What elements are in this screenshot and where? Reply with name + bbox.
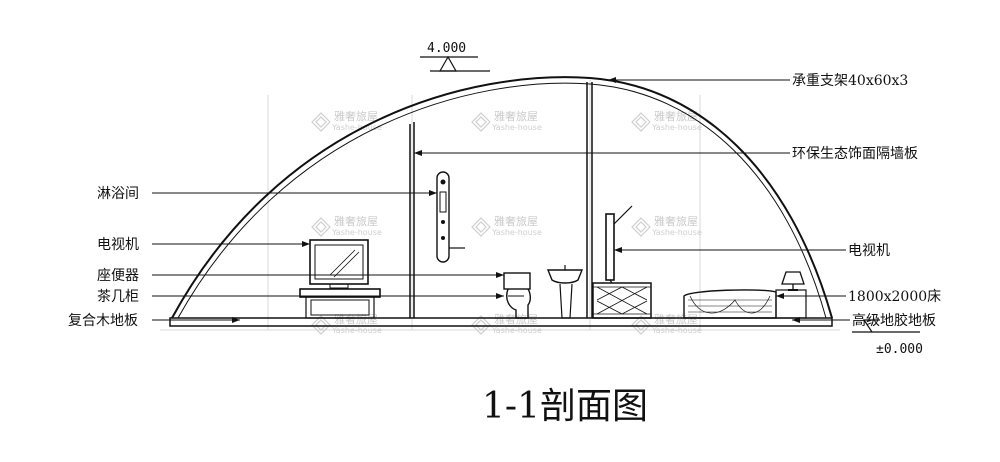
label-tv-left: 电视机 — [97, 237, 139, 253]
watermark-brand-cn: 雅奢旅屋 — [334, 214, 378, 228]
watermark-logo-icon — [471, 217, 491, 237]
watermark-brand-cn: 雅奢旅屋 — [654, 214, 698, 228]
label-tea-cabinet: 茶几柜 — [97, 289, 139, 305]
watermark-logo-icon — [471, 112, 491, 132]
watermark-brand-cn: 雅奢旅屋 — [334, 312, 378, 326]
elevation-top-label: 4.000 — [427, 41, 466, 56]
shower-panel — [436, 171, 465, 263]
watermark-logo-icon — [631, 112, 651, 132]
watermark-brand-cn: 雅奢旅屋 — [494, 214, 538, 228]
wash-basin — [546, 265, 584, 319]
right-leaders — [414, 79, 850, 321]
label-toilet: 座便器 — [97, 268, 139, 284]
watermark-logo-icon — [631, 217, 651, 237]
elevation-bottom-label: ±0.000 — [876, 342, 923, 357]
label-wood-floor: 复合木地板 — [68, 312, 138, 329]
watermark-logo-icon — [311, 315, 331, 335]
watermark-brand-en: Yashe-house — [491, 228, 542, 237]
label-vinyl-floor: 高级地胶地板 — [852, 312, 936, 329]
construction-lines — [160, 80, 840, 331]
left-leaders — [152, 192, 504, 321]
floor-slab — [169, 317, 833, 327]
drawing-title: 1-1剖面图 — [482, 386, 648, 427]
leader-arrows — [232, 77, 800, 323]
watermark-brand-en: Yashe-house — [491, 326, 542, 335]
watermark-logo-icon — [471, 315, 491, 335]
watermark-brand-en: Yashe-house — [651, 123, 702, 132]
label-bed: 1800x2000床 — [848, 289, 941, 305]
watermark-brand-cn: 雅奢旅屋 — [334, 109, 378, 123]
watermark-logo-icon — [311, 217, 331, 237]
bedside-lamp — [781, 271, 805, 291]
toilet — [503, 272, 531, 319]
partition-walls — [409, 82, 593, 318]
label-shower: 淋浴间 — [97, 186, 139, 202]
watermark-logo-icon — [311, 112, 331, 132]
watermark-brand-en: Yashe-house — [651, 326, 702, 335]
watermark-brand-en: Yashe-house — [331, 326, 382, 335]
watermark-brand-en: Yashe-house — [491, 123, 542, 132]
left-tv — [309, 239, 369, 289]
watermark-brand-en: Yashe-house — [651, 228, 702, 237]
label-partition: 环保生态饰面隔墙板 — [792, 146, 918, 162]
tea-cabinet — [299, 288, 381, 319]
watermark-brand-cn: 雅奢旅屋 — [654, 109, 698, 123]
watermark-brand-cn: 雅奢旅屋 — [494, 312, 538, 326]
watermark-logo-icon — [631, 315, 651, 335]
watermark-brand-en: Yashe-house — [331, 228, 382, 237]
right-tv — [605, 205, 633, 284]
watermark-grid: 雅奢旅屋Yashe-house雅奢旅屋Yashe-house雅奢旅屋Yashe-… — [311, 109, 702, 335]
elevation-bottom-marker: ±0.000 — [852, 319, 923, 357]
elevation-top-marker: 4.000 — [420, 41, 490, 72]
label-tv-right: 电视机 — [848, 243, 890, 259]
watermark-brand-en: Yashe-house — [331, 123, 382, 132]
right-tv-cabinet — [592, 282, 652, 319]
watermark-brand-cn: 雅奢旅屋 — [494, 109, 538, 123]
watermark-brand-cn: 雅奢旅屋 — [654, 312, 698, 326]
label-frame: 承重支架40x60x3 — [792, 73, 908, 89]
arched-roof — [171, 76, 833, 319]
bed — [683, 289, 807, 319]
